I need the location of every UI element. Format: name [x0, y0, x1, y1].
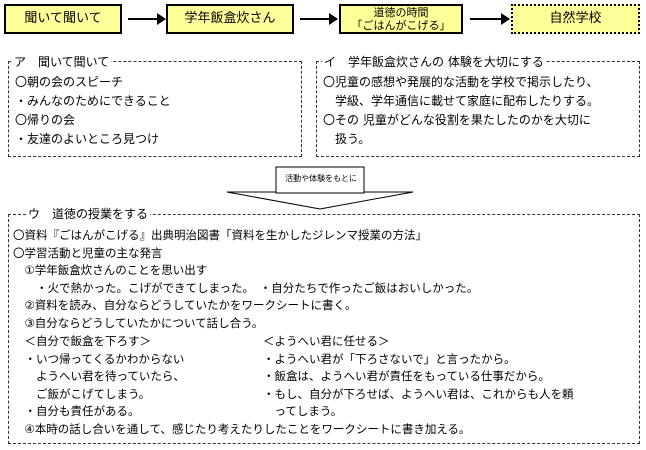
panel-a-line: 〇朝の会のスピーチ [15, 75, 124, 89]
flow-step-hangou-label: 学年飯盒炊さん [184, 11, 276, 26]
flow-arrow-2 [300, 13, 338, 25]
panel-i-line: 学級、学年通信に載せて家庭に配布したりする。 [323, 94, 600, 108]
left-column-line: ご飯がこげてしまう。 [13, 386, 151, 401]
right-column-line: ってしまう。 [263, 404, 343, 419]
panel-i-title: イ 学年飯盒炊さんの 体験を大切にする [322, 53, 546, 70]
panel-u-left-column: ＜自分で飯盒を下ろす＞ ・いつ帰ってくるかわからない ようへい君を待っていたら、… [13, 333, 185, 421]
flow-step-doutoku-line1: 道徳の時間 [373, 6, 429, 19]
panel-u-line: 〇資料『ごはんがこげる』出典明治図書「資料を生かしたジレンマ授業の方法」 [13, 228, 427, 242]
flow-step-kikite: 聞いて聞いて [4, 4, 122, 34]
panel-a-title: ア 聞いて聞いて [12, 53, 112, 70]
right-column-line: ・飯盒は、ようへい君が責任をもっている仕事だから。 [263, 369, 550, 384]
right-column-line: ・もし、自分が下ろせば、ようへい君は、これからも人を頼 [263, 386, 574, 401]
right-column-line: ・ようへい君が「下ろさないで」と言ったから。 [263, 351, 516, 366]
panel-a: 〇朝の会のスピーチ ・みんなのためにできること 〇帰りの会 ・友達のよいところ見… [8, 61, 302, 157]
down-arrow-connector [226, 166, 414, 210]
panel-i-line: 扱う。 [323, 132, 371, 146]
panel-u-last: ④本時の話し合いを通して、感じたり考えたりしたことをワークシートに書き加える。 [13, 421, 471, 439]
panel-u-last-line: ④本時の話し合いを通して、感じたり考えたりしたことをワークシートに書き加える。 [13, 422, 471, 436]
panel-u-line: ①学年飯盒炊さんのことを思い出す [13, 263, 208, 278]
panel-i-line: 〇児童の感想や発展的な活動を学校で掲示したり、 [323, 75, 599, 89]
panel-a-line: ・友達のよいところ見つけ [15, 132, 160, 146]
panel-i-lines: 〇児童の感想や発展的な活動を学校で掲示したり、 学級、学年通信に載せて家庭に配布… [323, 73, 599, 149]
panel-a-line: ・みんなのためにできること [15, 94, 171, 108]
panel-a-line: 〇帰りの会 [15, 113, 76, 127]
flow-step-doutoku: 道徳の時間 「ごはんがこげる」 [339, 4, 463, 34]
panel-u-line: ・火で熱かった。こげができてしまった。 ・自分たちで作ったご飯はおいしかった。 [13, 280, 479, 295]
panel-u-lines: 〇資料『ごはんがこげる』出典明治図書「資料を生かしたジレンマ授業の方法」 〇学習… [13, 227, 478, 333]
left-column-line: ＜自分で飯盒を下ろす＞ [13, 334, 151, 348]
panel-u-title: ウ 道徳の授業をする [26, 205, 151, 222]
panel-i-line: 〇その 児童がどんな役割を果たしたのかを大切に [323, 113, 591, 127]
left-column-line: ・いつ帰ってくるかわからない [13, 351, 185, 366]
right-column-line: ＜ようへい君に任せる＞ [263, 334, 390, 348]
panel-u-line: ②資料を読み、自分ならどうしていたかをワークシートに書く。 [13, 298, 357, 313]
flow-step-shizen: 自然学校 [511, 4, 640, 34]
connector-label: 活動や体験をもとに [285, 174, 357, 183]
flow-arrow-3 [470, 13, 510, 25]
flow-arrow-1 [128, 13, 166, 25]
flow-step-shizen-label: 自然学校 [549, 11, 602, 26]
panel-u: 〇資料『ごはんがこげる』出典明治図書「資料を生かしたジレンマ授業の方法」 〇学習… [8, 214, 640, 444]
left-column-line: ・自分も責任がある。 [13, 404, 140, 419]
panel-a-lines: 〇朝の会のスピーチ ・みんなのためにできること 〇帰りの会 ・友達のよいところ見… [15, 73, 171, 149]
panel-u-line: ③自分ならどうしていたかについて話し合う。 [13, 315, 264, 330]
left-column-line: ようへい君を待っていたら、 [13, 369, 185, 384]
flow-step-kikite-label: 聞いて聞いて [24, 11, 102, 26]
flow-step-doutoku-line2: 「ごはんがこげる」 [351, 19, 451, 32]
flow-step-hangou: 学年飯盒炊さん [166, 4, 294, 34]
panel-i: 〇児童の感想や発展的な活動を学校で掲示したり、 学級、学年通信に載せて家庭に配布… [316, 61, 640, 157]
panel-u-right-column: ＜ようへい君に任せる＞ ・ようへい君が「下ろさないで」と言ったから。 ・飯盒は、… [263, 333, 574, 421]
panel-u-line: 〇学習活動と児童の主な発言 [13, 245, 163, 260]
